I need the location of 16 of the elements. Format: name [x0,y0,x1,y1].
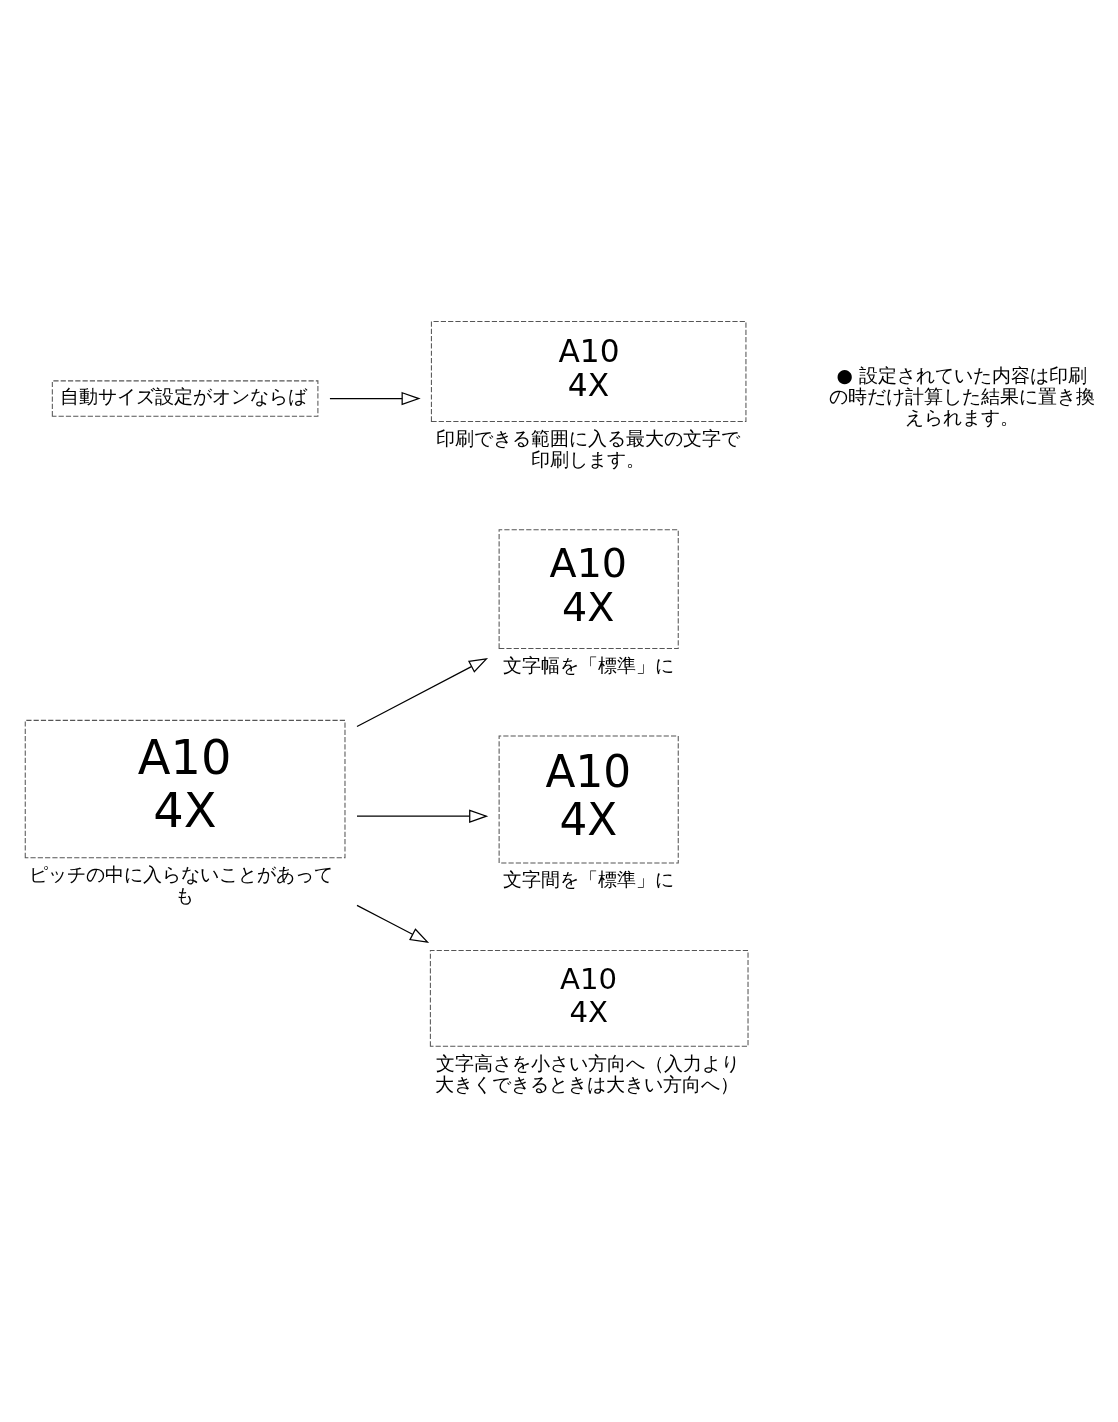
node-box: A10 4X [429,950,749,1047]
node-box: 自動サイズ設定がオンならば [51,380,319,417]
arrow [356,904,430,943]
arrow [356,657,489,728]
node-label: ピッチの中に入らないことがあっても [29,864,334,906]
arrow [356,809,489,823]
node-box: A10 4X [498,735,679,864]
node-label: 文字幅を「標準」に [503,654,675,676]
label: ● 設定されていた内容は印刷の時だけ計算した結果に置き換えられます。 [828,365,1095,428]
node-box: A10 4X [24,719,346,859]
node-label: 文字間を「標準」に [503,869,675,891]
node-label: 文字高さを小さい方向へ（入力より大きくできるときは大きい方向へ） [434,1052,741,1095]
arrow [329,391,421,406]
node-box: A10 4X [498,529,679,650]
node-box: A10 4X [430,321,747,422]
node-label: 印刷できる範囲に入る最大の文字で印刷します。 [435,427,740,470]
